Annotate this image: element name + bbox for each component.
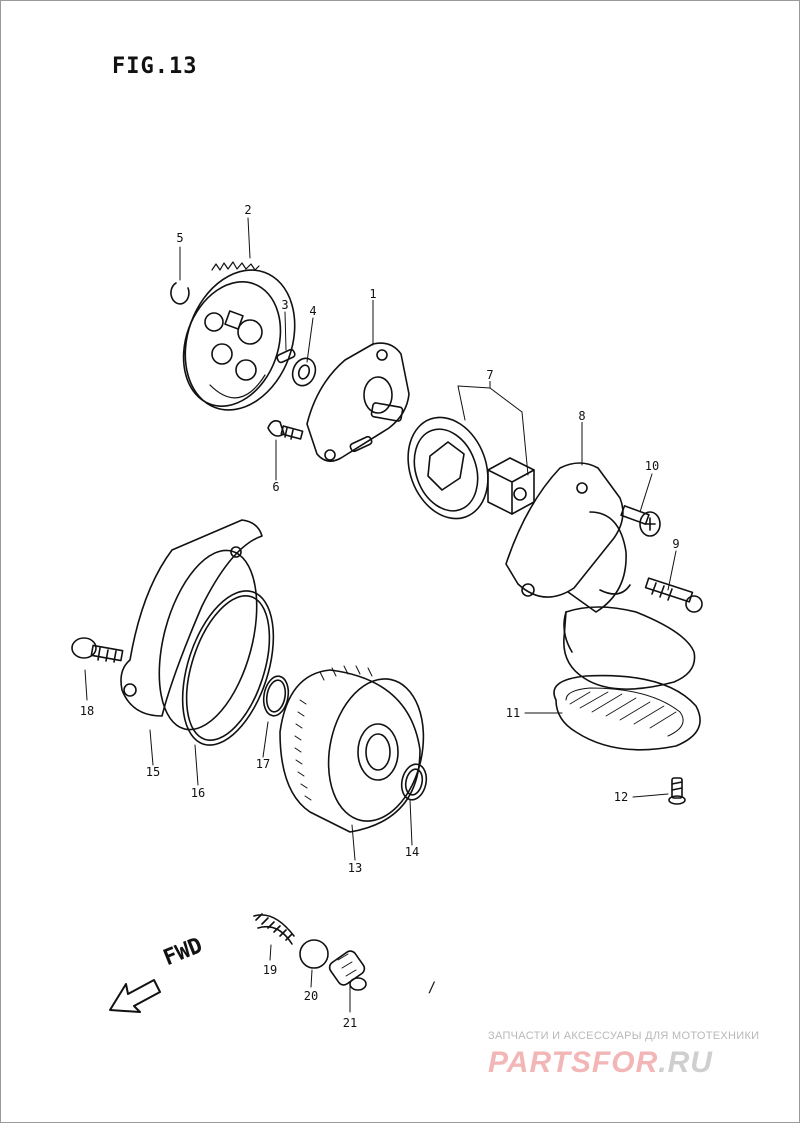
- part-label-2: 2: [243, 203, 253, 217]
- part-label-12: 12: [612, 790, 630, 804]
- leader-lines: [84, 217, 677, 1013]
- oil-strainer-11: [553, 674, 701, 751]
- o-ring-17: [262, 675, 290, 717]
- watermark-logo: PARTSFOR.RU: [488, 1046, 713, 1080]
- part-label-5: 5: [175, 231, 185, 245]
- part-label-11: 11: [504, 706, 522, 720]
- pump-cover-1: [306, 342, 410, 462]
- pump-body-8: [505, 462, 631, 613]
- part-label-4: 4: [308, 304, 318, 318]
- oil-filter-13: [279, 665, 425, 833]
- screw-10: [620, 505, 661, 537]
- o-ring-14: [400, 763, 428, 801]
- washer-4: [291, 357, 317, 387]
- part-label-9: 9: [671, 537, 681, 551]
- part-label-18: 18: [78, 704, 96, 718]
- watermark-logo-tld: .RU: [658, 1046, 713, 1079]
- part-label-19: 19: [261, 963, 279, 977]
- strainer-housing: [563, 606, 696, 690]
- part-label-15: 15: [144, 765, 162, 779]
- filter-cover-15: [120, 519, 263, 731]
- o-ring-16: [181, 590, 275, 746]
- part-label-10: 10: [643, 459, 661, 473]
- watermark-tagline: ЗАПЧАСТИ И АКСЕССУАРЫ ДЛЯ МОТОТЕХНИКИ: [488, 1030, 760, 1042]
- circlip-5: [170, 282, 190, 305]
- watermark-logo-main: PARTSFOR: [488, 1046, 659, 1079]
- part-label-21: 21: [341, 1016, 359, 1030]
- part-label-13: 13: [346, 861, 364, 875]
- part-label-3: 3: [280, 298, 290, 312]
- figure-title: FIG.13: [112, 54, 198, 79]
- pin-3: [276, 348, 296, 364]
- rotor-set-7: [407, 416, 535, 520]
- bolt-9: [644, 577, 703, 613]
- forward-arrow-icon: [109, 979, 161, 1013]
- part-label-7: 7: [485, 368, 495, 382]
- part-label-1: 1: [368, 287, 378, 301]
- page-mark: /: [426, 980, 438, 996]
- part-label-16: 16: [189, 786, 207, 800]
- screw-12: [668, 777, 686, 805]
- bolt-18: [71, 637, 124, 663]
- part-label-6: 6: [271, 480, 281, 494]
- screw-6: [267, 420, 304, 440]
- ball-20: [299, 939, 329, 969]
- part-label-8: 8: [577, 409, 587, 423]
- spring-19: [253, 913, 295, 945]
- part-label-20: 20: [302, 989, 320, 1003]
- part-label-14: 14: [403, 845, 421, 859]
- pump-gear-2: [182, 261, 296, 411]
- part-label-17: 17: [254, 757, 272, 771]
- plug-21: [328, 950, 367, 991]
